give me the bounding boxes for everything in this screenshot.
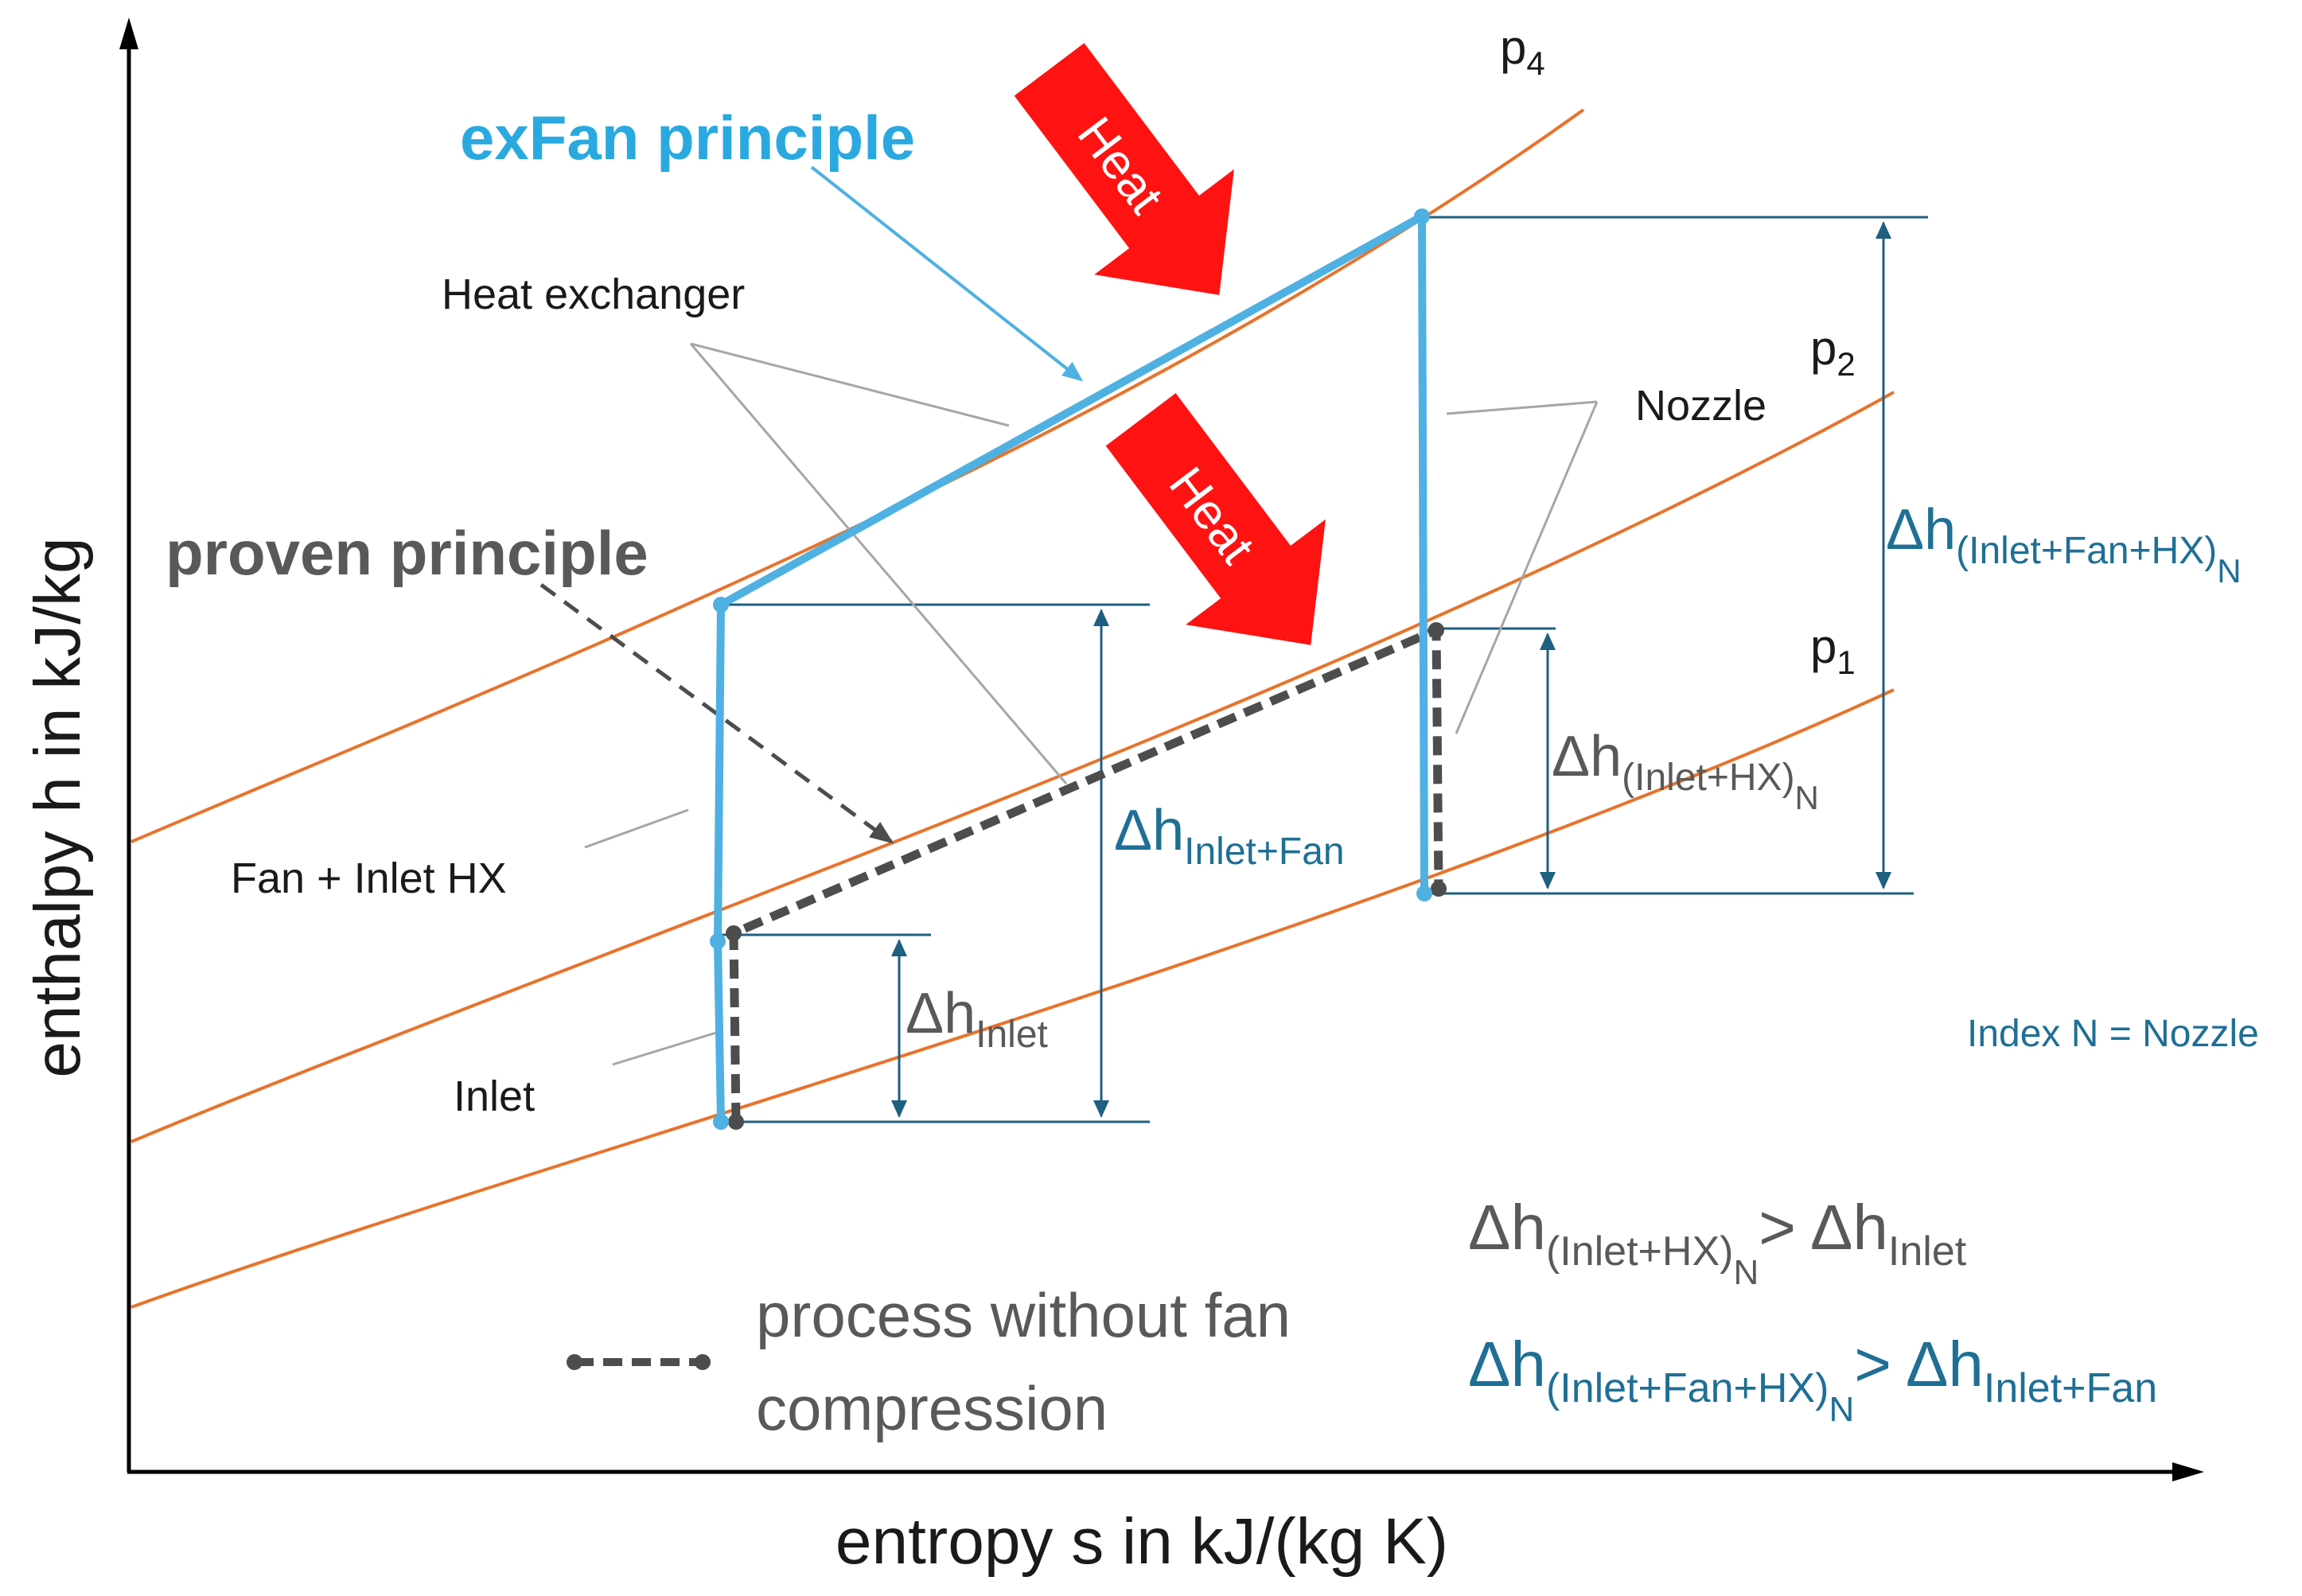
exfan-state-point bbox=[710, 933, 726, 949]
nozzle-label: Nozzle bbox=[1635, 382, 1766, 430]
isobar-p2 bbox=[130, 391, 1895, 1143]
leader-inlet bbox=[612, 1031, 717, 1066]
x-axis-label: entropy s in kJ/(kg K) bbox=[835, 1505, 1448, 1578]
x-axis-arrowhead bbox=[2172, 1462, 2204, 1481]
isobar-labels: p4 p2 p1 bbox=[1500, 21, 1856, 681]
exfan-principle-title: exFan principle bbox=[460, 103, 915, 173]
heat-arrow-shape bbox=[1105, 393, 1326, 645]
legend-marker bbox=[695, 1354, 711, 1370]
isobars bbox=[130, 108, 1895, 1309]
delta-h-inlet: ΔhInlet bbox=[906, 982, 1048, 1056]
legend-text-line2: compression bbox=[756, 1373, 1108, 1443]
legend: process without fan compression bbox=[567, 1280, 1291, 1443]
isobar-label-p4: p4 bbox=[1500, 21, 1545, 82]
proven-path-line bbox=[729, 625, 1443, 1123]
isobar-label-p1: p1 bbox=[1810, 620, 1856, 681]
proven-state-point bbox=[1428, 622, 1444, 638]
leader-nozzle-1 bbox=[1446, 400, 1598, 415]
inequality-2: Δh(Inlet+Fan+HX)N>ΔhInlet+Fan bbox=[1468, 1329, 2157, 1429]
proven-state-point bbox=[726, 925, 742, 941]
heat-arrow-shape bbox=[1014, 43, 1234, 295]
proven-process-path bbox=[726, 622, 1447, 1130]
delta-h-inlet-hx-n: Δh(Inlet+HX)N bbox=[1552, 725, 1819, 816]
exfan-process-path bbox=[710, 208, 1432, 1130]
proven-state-point bbox=[1431, 881, 1447, 897]
axes: enthalpy h in kJ/kg entropy s in kJ/(kg … bbox=[21, 18, 2204, 1578]
inequality-1: Δh(Inlet+HX)N>ΔhInlet bbox=[1468, 1192, 1967, 1292]
exfan-state-point bbox=[1414, 208, 1430, 224]
exfan-state-point bbox=[713, 1114, 729, 1130]
isobar-label-p2: p2 bbox=[1810, 321, 1856, 383]
legend-marker bbox=[567, 1354, 582, 1370]
leader-fan-inlet-hx bbox=[584, 808, 689, 849]
leader-hx-1 bbox=[690, 342, 1010, 427]
legend-text-line1: process without fan bbox=[756, 1280, 1291, 1350]
y-axis-arrowhead bbox=[119, 18, 138, 49]
fan-inlet-hx-label: Fan + Inlet HX bbox=[231, 854, 507, 902]
proven-state-point bbox=[728, 1114, 744, 1130]
heat-arrow-bottom: Heat bbox=[1105, 393, 1326, 645]
dimension-lines bbox=[720, 216, 1928, 1123]
callout-leaders bbox=[584, 342, 1599, 1066]
index-note: Index N = Nozzle bbox=[1967, 1013, 2259, 1055]
delta-h-inlet-fan: ΔhInlet+Fan bbox=[1114, 799, 1345, 873]
isobar-p1 bbox=[130, 688, 1895, 1309]
y-axis-label: enthalpy h in kJ/kg bbox=[21, 537, 94, 1077]
exfan-state-point bbox=[1416, 886, 1432, 901]
proven-principle-title: proven principle bbox=[166, 518, 649, 588]
leader-hx-2 bbox=[689, 343, 1068, 784]
isobar-p4 bbox=[130, 108, 1585, 843]
exfan-state-point bbox=[713, 597, 729, 613]
leader-nozzle-2 bbox=[1455, 401, 1599, 734]
heat-exchanger-label: Heat exchanger bbox=[442, 271, 745, 318]
inlet-label: Inlet bbox=[454, 1072, 535, 1120]
heat-arrow-top: Heat bbox=[1014, 43, 1234, 295]
delta-h-inlet-fan-hx-n: Δh(Inlet+Fan+HX)N bbox=[1886, 498, 2242, 590]
exfan-pointer-arrow bbox=[810, 165, 1084, 382]
